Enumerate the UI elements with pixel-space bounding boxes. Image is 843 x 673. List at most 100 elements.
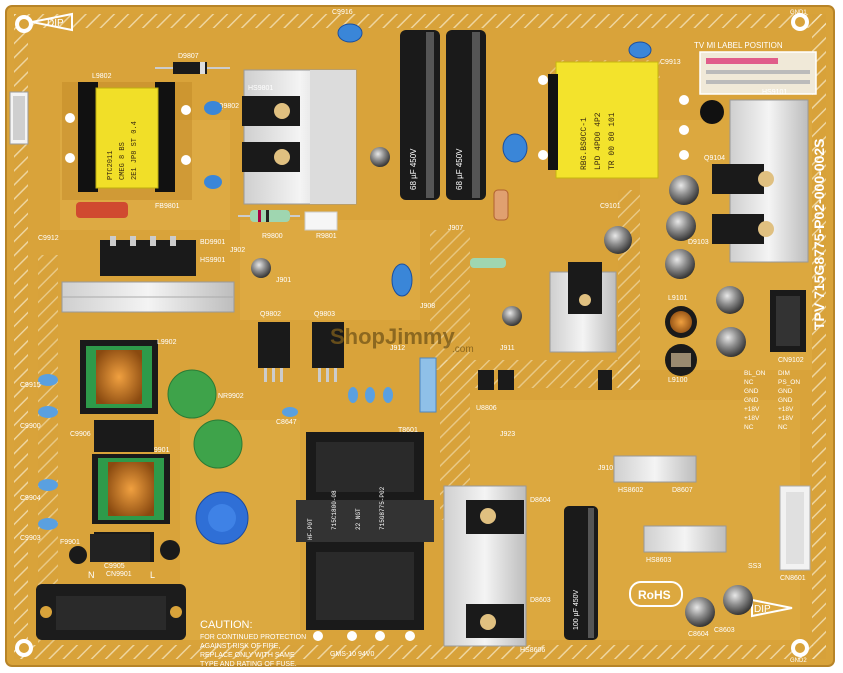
svg-text:R9801: R9801 xyxy=(316,233,337,240)
caution-text: CAUTION: FOR CONTINUED PROTECTION AGAINS… xyxy=(200,619,306,668)
choke-l9901 xyxy=(92,454,170,524)
heatsink-hs9801 xyxy=(242,69,357,205)
svg-text:D8603: D8603 xyxy=(530,597,551,604)
svg-text:TYPE AND RATING OF FUSE.: TYPE AND RATING OF FUSE. xyxy=(200,661,297,668)
svg-text:HS8603: HS8603 xyxy=(646,557,671,564)
svg-text:Q9802: Q9802 xyxy=(260,311,281,318)
svg-text:FOR CONTINUED PROTECTION: FOR CONTINUED PROTECTION xyxy=(200,634,306,641)
svg-text:D8607: D8607 xyxy=(672,487,693,494)
svg-text:DIP: DIP xyxy=(754,604,771,615)
resistor-r9800 xyxy=(238,210,300,222)
ac-inlet-connector xyxy=(36,584,186,640)
bridge-rectifier xyxy=(100,236,196,276)
svg-text:715G8775-P02: 715G8775-P02 xyxy=(379,486,386,530)
svg-text:J911: J911 xyxy=(500,345,515,352)
svg-text:DIP: DIP xyxy=(47,18,64,29)
heatsink-hs8602 xyxy=(613,455,697,483)
svg-text:C9101: C9101 xyxy=(600,203,621,210)
heatsink-hs8603 xyxy=(643,525,727,553)
svg-text:LPD 4PD0 4P2: LPD 4PD0 4P2 xyxy=(594,112,603,170)
svg-text:C9916: C9916 xyxy=(332,9,353,16)
svg-text:22 NGT: 22 NGT xyxy=(355,508,362,530)
mounting-hole xyxy=(15,15,33,33)
svg-text:+18V: +18V xyxy=(778,406,794,413)
connector-cn8601 xyxy=(779,485,811,571)
resistor-r9111 xyxy=(470,258,506,268)
svg-text:L9101: L9101 xyxy=(668,295,688,302)
svg-text:NR9902: NR9902 xyxy=(218,393,244,400)
electrolytic-cap xyxy=(160,540,180,560)
svg-text:68 µF 450V: 68 µF 450V xyxy=(455,148,464,190)
svg-text:BD9901: BD9901 xyxy=(200,239,225,246)
svg-text:REPLACE ONLY WITH SAME: REPLACE ONLY WITH SAME xyxy=(200,652,295,659)
y-capacitor xyxy=(502,133,528,163)
svg-text:CN9901: CN9901 xyxy=(106,571,132,578)
svg-text:L9901: L9901 xyxy=(150,447,170,454)
svg-text:J908: J908 xyxy=(420,303,435,310)
electrolytic-cap xyxy=(370,147,390,167)
mounting-hole xyxy=(791,639,809,657)
inductor-l9101 xyxy=(665,306,697,338)
svg-text:PTC2011: PTC2011 xyxy=(107,151,115,180)
svg-text:CMEG 8 BS: CMEG 8 BS xyxy=(119,142,127,180)
svg-text:CN9102: CN9102 xyxy=(778,357,804,364)
svg-text:CN8601: CN8601 xyxy=(780,575,806,582)
svg-text:N: N xyxy=(88,570,95,580)
svg-text:BL_ON: BL_ON xyxy=(744,370,766,377)
y-capacitor xyxy=(337,23,363,43)
heatsink-hs9902 xyxy=(549,262,617,353)
svg-text:HS9101: HS9101 xyxy=(762,89,787,96)
label-position-box xyxy=(699,51,817,95)
svg-text:NC: NC xyxy=(778,424,788,431)
heatsink-hs9101 xyxy=(712,99,809,263)
svg-text:TV MI LABEL POSITION: TV MI LABEL POSITION xyxy=(694,41,783,50)
svg-text:GND1: GND1 xyxy=(790,10,807,16)
svg-text:J907: J907 xyxy=(448,225,463,232)
svg-text:C9904: C9904 xyxy=(20,495,41,502)
svg-text:J910: J910 xyxy=(598,465,613,472)
svg-text:+18V: +18V xyxy=(744,415,760,422)
watermark: ShopJimmy .com xyxy=(330,324,474,355)
x-capacitor xyxy=(94,420,154,452)
svg-text:Q9803: Q9803 xyxy=(314,311,335,318)
svg-text:GND: GND xyxy=(778,397,793,404)
electrolytic-cap xyxy=(716,327,746,357)
electrolytic-cap xyxy=(604,226,632,254)
svg-text:D9103: D9103 xyxy=(688,239,709,246)
dip-arrow-bottom: DIP xyxy=(751,598,793,618)
bulk-capacitor: 68 µF 450V xyxy=(400,30,440,200)
diode-d9807 xyxy=(155,62,230,74)
svg-text:RBG.BS0CC-1: RBG.BS0CC-1 xyxy=(580,117,589,170)
svg-text:RoHS: RoHS xyxy=(638,588,671,602)
rohs-logo: RoHS xyxy=(629,581,683,607)
mounting-hole xyxy=(791,13,809,31)
electrolytic-cap xyxy=(716,286,744,314)
svg-text:L9100: L9100 xyxy=(668,377,688,384)
svg-text:C8603: C8603 xyxy=(714,627,735,634)
electrolytic-cap xyxy=(669,175,699,205)
heatsink-hs8601 xyxy=(443,485,527,647)
svg-text:R9800: R9800 xyxy=(262,233,283,240)
resistor-r9801 xyxy=(304,211,338,231)
svg-text:T8601: T8601 xyxy=(398,427,418,434)
svg-text:100 µF 450V: 100 µF 450V xyxy=(573,589,580,630)
black-disc-component xyxy=(700,100,724,124)
svg-text:HS9801: HS9801 xyxy=(248,85,273,92)
svg-text:68 µF 450V: 68 µF 450V xyxy=(409,148,418,190)
svg-text:AGAINST RISK OF FIRE,: AGAINST RISK OF FIRE, xyxy=(200,643,280,650)
svg-text:TR 00 80 101: TR 00 80 101 xyxy=(608,112,617,170)
mosfet-q9802 xyxy=(258,322,290,382)
svg-text:F9901: F9901 xyxy=(60,539,80,546)
svg-text:GND: GND xyxy=(744,388,759,395)
svg-text:L9802: L9802 xyxy=(92,73,112,80)
svg-text:J923: J923 xyxy=(500,431,515,438)
svg-text:J912: J912 xyxy=(390,345,405,352)
svg-text:HS8606: HS8606 xyxy=(520,647,545,654)
svg-text:2E1 JP8 ST 0.4: 2E1 JP8 ST 0.4 xyxy=(131,121,139,180)
svg-text:GND: GND xyxy=(744,397,759,404)
svg-text:FB9801: FB9801 xyxy=(155,203,180,210)
svg-text:C9903: C9903 xyxy=(20,535,41,542)
svg-text:D9807: D9807 xyxy=(178,53,199,60)
